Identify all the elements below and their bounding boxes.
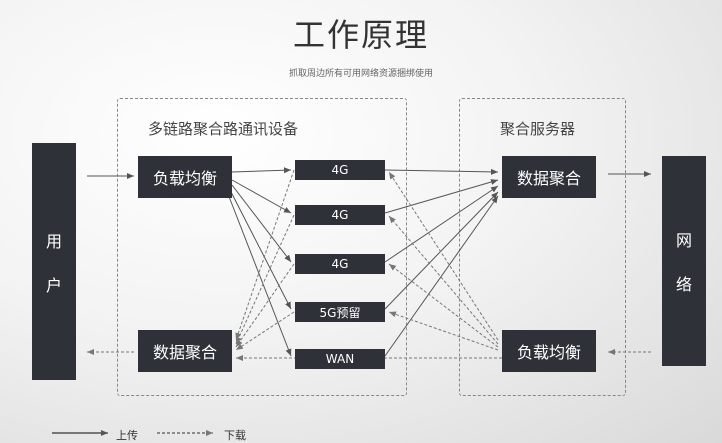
link-to-aggregate-arrow bbox=[384, 191, 499, 310]
link-to-aggregate-arrow-down bbox=[235, 214, 295, 345]
balance-to-link-arrow-down bbox=[388, 311, 499, 351]
device-group-label: 多链路聚合路通讯设备 bbox=[148, 120, 299, 138]
device-load-balance-box: 负载均衡 bbox=[138, 156, 232, 198]
legend-upload-label: 上传 bbox=[116, 429, 138, 442]
link-4g-3: 4G bbox=[295, 254, 385, 274]
network-char-1: 网 bbox=[675, 231, 692, 250]
user-char-1: 用 bbox=[45, 231, 62, 251]
link-4g-1: 4G bbox=[295, 160, 385, 180]
server-group-label: 聚合服务器 bbox=[500, 120, 576, 138]
legend-download-label: 下载 bbox=[224, 429, 246, 442]
balance-to-link-arrow-down bbox=[388, 263, 499, 348]
balance-to-link-arrow bbox=[231, 179, 292, 214]
device-aggregate-box: 数据聚合 bbox=[138, 330, 232, 372]
server-load-balance-box: 负载均衡 bbox=[502, 330, 596, 372]
link-4g-2: 4G bbox=[295, 205, 385, 225]
balance-to-link-arrow-down bbox=[388, 171, 499, 341]
link-to-aggregate-arrow-down bbox=[235, 311, 295, 351]
link-5g-reserved: 5G预留 bbox=[295, 302, 385, 322]
page-title: 工作原理 bbox=[292, 16, 429, 54]
network-char-2: 络 bbox=[675, 275, 692, 294]
balance-to-link-arrow bbox=[227, 193, 292, 357]
link-wan: WAN bbox=[295, 349, 385, 369]
balance-to-link-arrow-down bbox=[388, 215, 499, 345]
server-group-frame bbox=[459, 98, 626, 396]
link-to-aggregate-arrow bbox=[384, 185, 499, 263]
page-subtitle: 抓取周边所有可用网络资源捆绑使用 bbox=[288, 69, 433, 79]
balance-to-link-arrow bbox=[231, 184, 292, 263]
link-to-aggregate-arrow bbox=[384, 195, 499, 357]
link-to-aggregate-arrow bbox=[384, 168, 499, 175]
balance-to-link-arrow bbox=[229, 189, 292, 310]
user-block: 用 户 bbox=[32, 143, 76, 380]
server-aggregate-box: 数据聚合 bbox=[502, 156, 596, 198]
link-to-aggregate-arrow-down bbox=[235, 263, 295, 348]
balance-to-link-arrow bbox=[231, 167, 292, 174]
user-char-2: 户 bbox=[45, 275, 62, 295]
network-block: 网 络 bbox=[662, 156, 706, 366]
link-to-aggregate-arrow bbox=[384, 179, 499, 214]
